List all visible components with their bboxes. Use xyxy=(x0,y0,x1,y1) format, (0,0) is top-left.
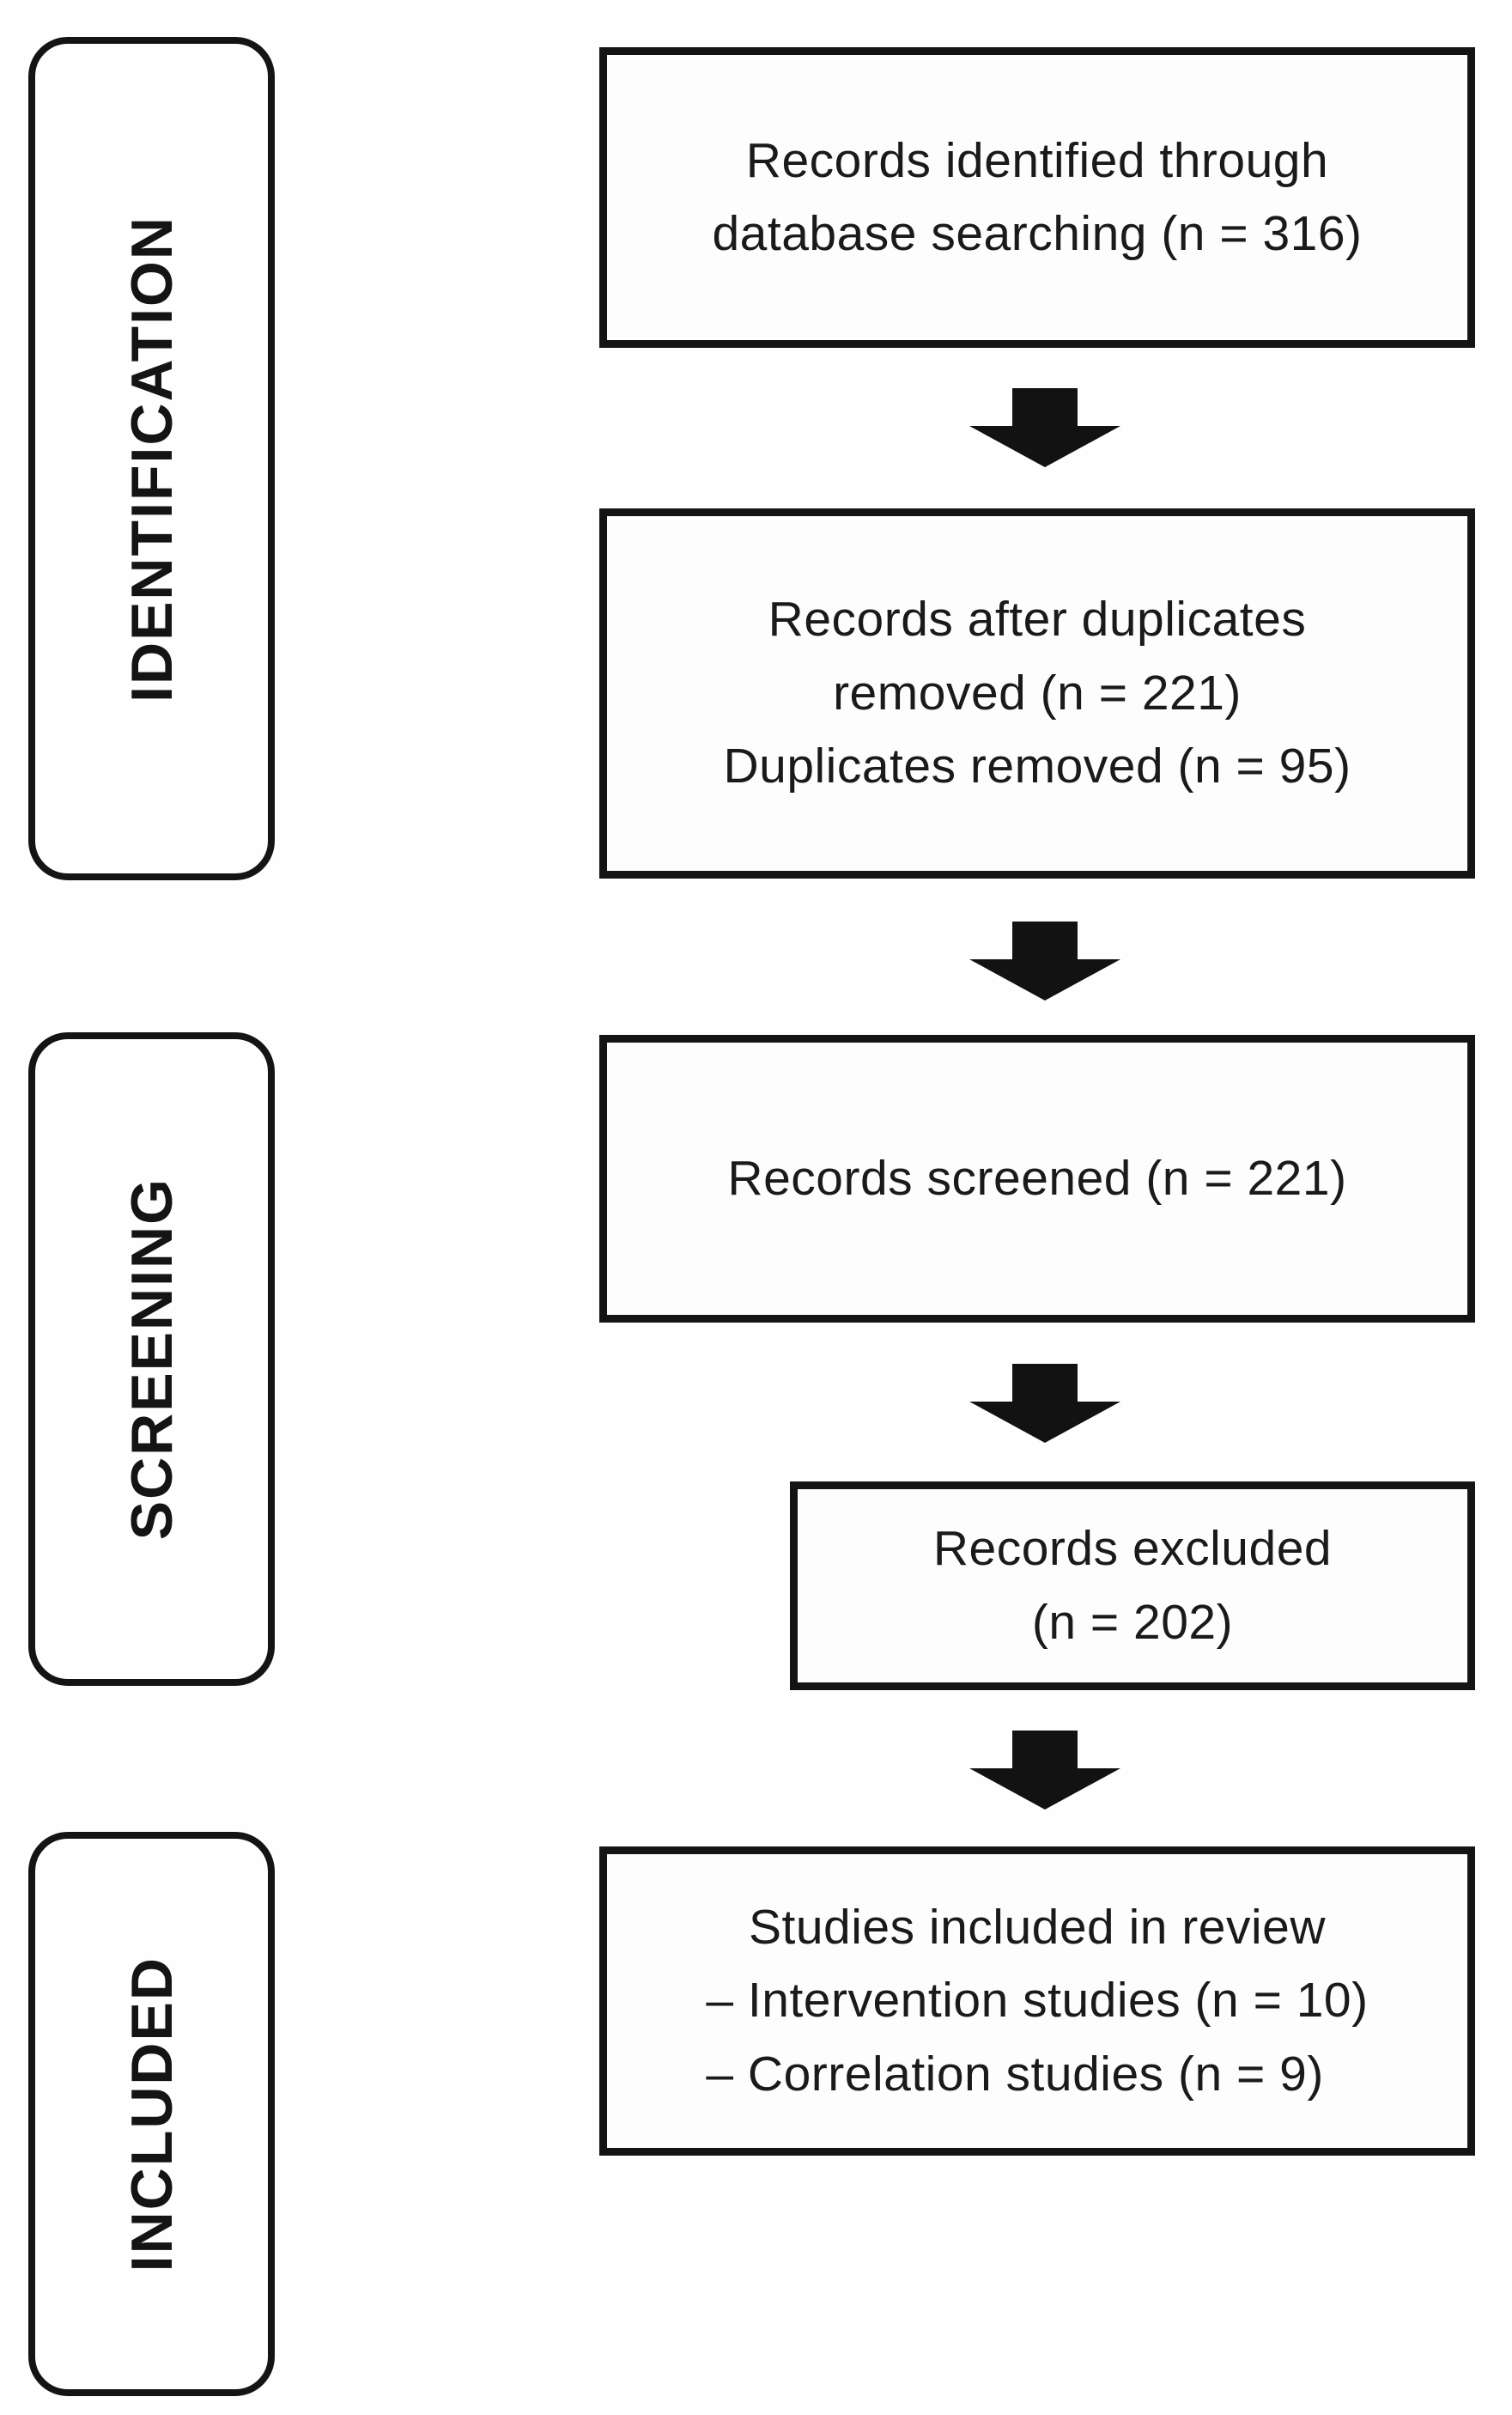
box-records-excluded: Records excluded (n = 202) xyxy=(790,1481,1475,1690)
box-records-screened: Records screened (n = 221) xyxy=(599,1035,1475,1323)
down-arrow-icon xyxy=(969,1731,1120,1810)
box-studies-included-title: Studies included in review xyxy=(748,1899,1327,1955)
box-records-screened-text: Records screened (n = 221) xyxy=(727,1150,1347,1206)
stage-label-included-text: INCLUDED xyxy=(118,1956,185,2272)
stage-label-included: INCLUDED xyxy=(28,1832,275,2396)
down-arrow-icon xyxy=(969,1364,1120,1443)
box-records-after-duplicates: Records after duplicates removed (n = 22… xyxy=(599,508,1475,879)
stage-label-screening-text: SCREENING xyxy=(118,1177,185,1541)
stage-label-screening: SCREENING xyxy=(28,1032,275,1686)
box-records-excluded-text: Records excluded (n = 202) xyxy=(932,1521,1333,1650)
box-studies-included-item-intervention: – Intervention studies (n = 10) xyxy=(706,1973,1369,2029)
box-records-identified: Records identified through database sear… xyxy=(599,47,1475,348)
box-studies-included-item-correlation: – Correlation studies (n = 9) xyxy=(706,2046,1324,2102)
down-arrow-icon xyxy=(969,388,1120,467)
stage-label-identification: IDENTIFICATION xyxy=(28,37,275,880)
box-studies-included: Studies included in review – Interventio… xyxy=(599,1846,1475,2156)
box-records-after-duplicates-text: Records after duplicates removed (n = 22… xyxy=(723,592,1351,794)
box-records-identified-text: Records identified through database sear… xyxy=(712,132,1363,262)
down-arrow-icon xyxy=(969,922,1120,1001)
stage-label-identification-text: IDENTIFICATION xyxy=(118,215,185,703)
